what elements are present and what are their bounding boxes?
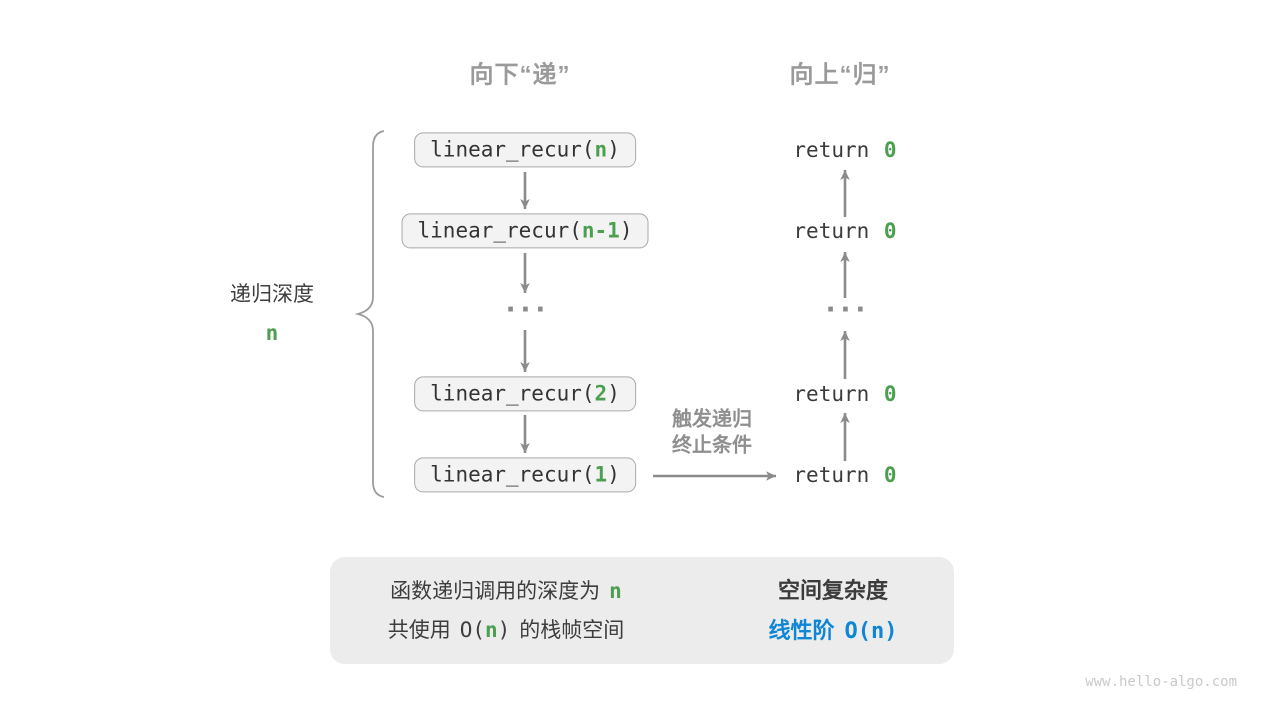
summary-left-line1-text: 函数递归调用的深度为: [390, 580, 601, 603]
return-keyword: return: [793, 138, 870, 162]
call-text: ): [607, 462, 620, 487]
call-arg: 2: [594, 381, 608, 406]
call-text: ): [607, 137, 620, 162]
call-box-n-1: linear_recur(n-1): [401, 213, 649, 249]
summary-left-line2-pre: 共使用: [387, 619, 451, 642]
return-value: 0: [883, 138, 897, 162]
code-close: ): [497, 618, 511, 642]
call-arg: n: [594, 137, 608, 162]
return-value: 0: [883, 463, 897, 487]
call-text: linear_recur(: [430, 137, 595, 162]
base-case-label: 触发递归 终止条件: [672, 407, 752, 460]
call-text: ): [619, 218, 633, 243]
base-case-label-line2: 终止条件: [672, 435, 752, 457]
summary-left-line1: 函数递归调用的深度为 n: [390, 575, 622, 605]
depth-value: n: [265, 321, 279, 345]
header-ascend: 向上“归”: [789, 61, 891, 89]
summary-panel: [330, 557, 954, 664]
return-stmt-1: return 0: [793, 138, 896, 162]
call-arg: n-1: [581, 218, 620, 243]
call-box-2: linear_recur(2): [414, 376, 636, 412]
return-stmt-4: return 0: [793, 463, 896, 487]
summary-left-line2-code: O(n): [460, 618, 511, 642]
summary-right-value: 线性阶 O(n): [769, 613, 898, 645]
summary-left-line1-value: n: [609, 579, 622, 603]
watermark: www.hello-algo.com: [1085, 674, 1237, 690]
summary-right-title: 空间复杂度: [777, 578, 889, 603]
header-descend: 向下“递”: [469, 61, 571, 89]
code-open: O(: [459, 618, 485, 642]
base-case-label-line1: 触发递归: [672, 408, 752, 431]
summary-right-value-label: 线性阶: [768, 618, 835, 643]
code-arg: n: [484, 618, 498, 642]
return-stmt-3: return 0: [793, 382, 896, 406]
return-keyword: return: [793, 463, 870, 487]
return-keyword: return: [793, 219, 870, 243]
depth-brace: [354, 130, 385, 498]
return-keyword: return: [793, 382, 870, 406]
return-value: 0: [883, 382, 897, 406]
return-stmt-2: return 0: [793, 219, 896, 243]
return-value: 0: [883, 219, 897, 243]
summary-left-line2-post: 的栈帧空间: [519, 619, 625, 642]
return-ellipsis: ···: [825, 295, 871, 325]
summary-right-value-code: O(n): [844, 619, 898, 644]
call-text: linear_recur(: [417, 218, 582, 243]
call-box-n: linear_recur(n): [414, 132, 636, 168]
call-arg: 1: [594, 462, 608, 487]
call-text: linear_recur(: [430, 381, 595, 406]
call-ellipsis: ···: [505, 295, 551, 325]
summary-left-line2: 共使用 O(n) 的栈帧空间: [388, 614, 625, 644]
call-text: ): [607, 381, 620, 406]
call-box-1: linear_recur(1): [414, 457, 636, 493]
depth-label: 递归深度: [230, 283, 314, 306]
call-text: linear_recur(: [430, 462, 595, 487]
